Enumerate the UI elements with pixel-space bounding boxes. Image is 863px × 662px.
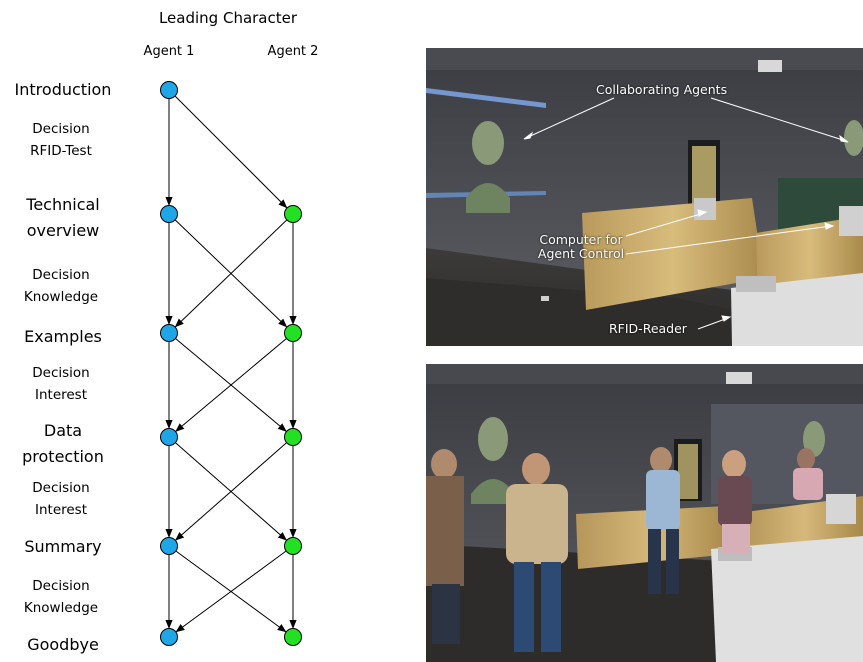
transition-arrow (174, 95, 288, 209)
installation-photo-scene (426, 48, 863, 346)
stage-label: Introduction (15, 80, 112, 99)
agent-2-node (284, 324, 302, 342)
agent-2-node (284, 628, 302, 646)
decision-label: Decision (32, 480, 89, 496)
label-collaborating-agents: Collaborating Agents (596, 82, 728, 97)
label-computer-line2: Agent Control (537, 246, 625, 261)
column-agent-2: Agent 2 (268, 44, 319, 59)
stage-label: overview (27, 221, 100, 240)
agent-1-node (160, 324, 178, 342)
agent-2-node (284, 205, 302, 223)
column-agent-1: Agent 1 (144, 44, 195, 59)
visitor-figures (426, 447, 823, 652)
decision-label: Decision (32, 365, 89, 381)
decision-label: Interest (35, 387, 87, 403)
agent-1-node (160, 537, 178, 555)
agent-2-node (284, 537, 302, 555)
decision-label: Knowledge (24, 600, 98, 616)
agent-1-node (160, 628, 178, 646)
stage-label: Summary (24, 537, 101, 556)
label-computer-line1: Computer for (539, 232, 623, 247)
decision-label: Knowledge (24, 289, 98, 305)
transition-arrow (175, 338, 287, 432)
agent-nodes (160, 81, 302, 646)
decision-label: Decision (32, 121, 89, 137)
transition-arrow (175, 442, 287, 541)
visitors-photo-scene (426, 364, 863, 662)
agent-2-node (284, 428, 302, 446)
stage-label: Goodbye (27, 635, 99, 654)
transition-arrow (174, 219, 288, 328)
transition-arrow (175, 550, 287, 633)
agent-1-node (160, 81, 178, 99)
interaction-flow-diagram: Leading Character Agent 1 Agent 2 Introd… (15, 9, 319, 654)
annotation-arrows (523, 97, 849, 330)
decision-label: Decision (32, 578, 89, 594)
decision-labels: DecisionRFID-TestDecisionKnowledgeDecisi… (24, 121, 98, 616)
decision-label: Interest (35, 502, 87, 518)
agent-1-node (160, 428, 178, 446)
decision-label: Decision (32, 267, 89, 283)
stage-label: Data (44, 421, 82, 440)
decision-label: RFID-Test (30, 143, 92, 159)
label-rfid-reader: RFID-Reader (609, 321, 687, 336)
stage-label: Technical (25, 195, 99, 214)
installation-photo-annotated: Collaborating Agents Computer for Agent … (426, 48, 863, 346)
stage-label: Examples (24, 327, 102, 346)
diagram-header: Leading Character (159, 9, 298, 27)
stage-label: protection (22, 447, 104, 466)
agent-1-node (160, 205, 178, 223)
installation-photo-visitors (426, 364, 863, 662)
transition-edges (165, 95, 297, 633)
